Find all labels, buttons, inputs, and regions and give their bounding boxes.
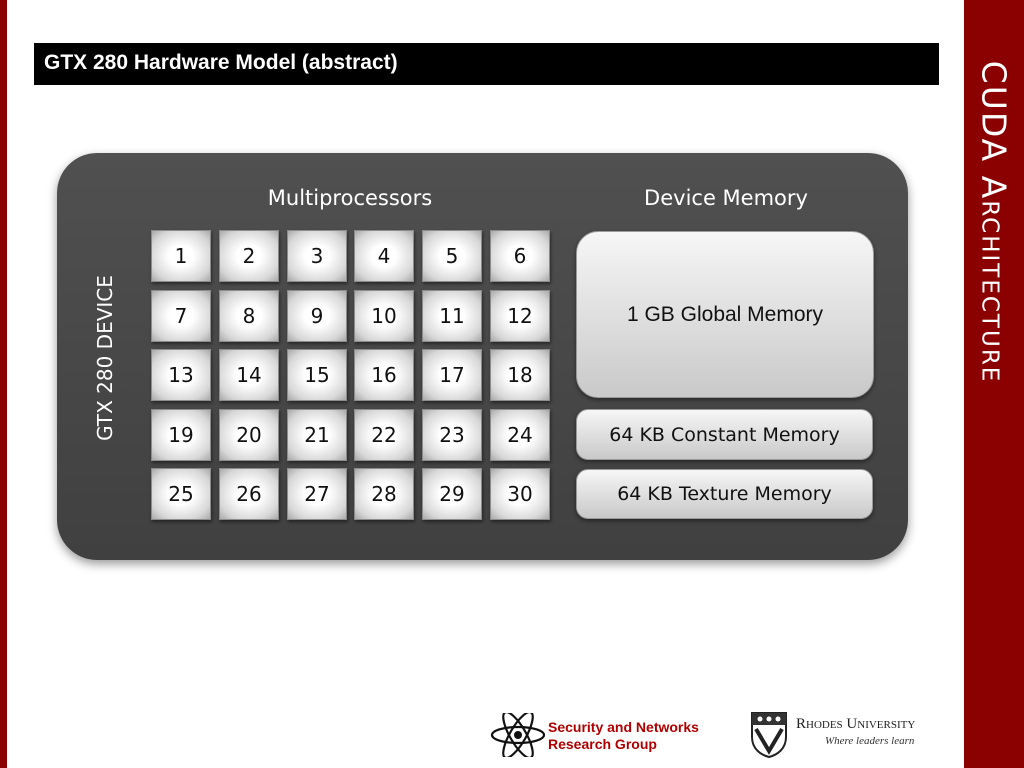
multiprocessor-cell: 27: [287, 468, 347, 520]
multiprocessor-cell: 10: [354, 290, 414, 342]
multiprocessor-cell: 1: [151, 230, 211, 282]
multiprocessor-cell: 19: [151, 409, 211, 461]
rhodes-tagline: Where leaders learn: [825, 735, 915, 747]
constant-memory-box: 64 KB Constant Memory: [576, 409, 873, 460]
snrg-line-2: Research Group: [548, 736, 657, 752]
global-memory-box: 1 GB Global Memory: [576, 231, 874, 398]
multiprocessor-cell: 30: [490, 468, 550, 520]
side-title-text: CUDA Architecture: [974, 60, 1014, 384]
multiprocessor-cell: 28: [354, 468, 414, 520]
multiprocessor-cell: 9: [287, 290, 347, 342]
multiprocessor-cell: 22: [354, 409, 414, 461]
multiprocessor-cell: 14: [219, 349, 279, 401]
multiprocessor-cell: 4: [354, 230, 414, 282]
side-title: CUDA Architecture: [964, 0, 1024, 768]
rhodes-crest-icon: [751, 712, 787, 759]
left-accent-bar: [0, 0, 7, 768]
multiprocessor-cell: 25: [151, 468, 211, 520]
device-label: GTX 280 DEVICE: [93, 275, 117, 441]
multiprocessor-cell: 16: [354, 349, 414, 401]
rhodes-university-name: Rhodes University: [796, 716, 916, 732]
multiprocessor-cell: 7: [151, 290, 211, 342]
multiprocessor-cell: 11: [422, 290, 482, 342]
multiprocessor-cell: 21: [287, 409, 347, 461]
multiprocessors-header: Multiprocessors: [267, 186, 433, 210]
right-accent-bar: [964, 0, 1024, 768]
snrg-atom-logo: [490, 713, 546, 757]
multiprocessor-cell: 18: [490, 349, 550, 401]
multiprocessor-cell: 3: [287, 230, 347, 282]
multiprocessor-cell: 20: [219, 409, 279, 461]
texture-memory-box: 64 KB Texture Memory: [576, 469, 873, 519]
multiprocessor-cell: 5: [422, 230, 482, 282]
multiprocessor-cell: 8: [219, 290, 279, 342]
multiprocessor-cell: 24: [490, 409, 550, 461]
multiprocessor-cell: 13: [151, 349, 211, 401]
snrg-line-1: Security and Networks: [548, 719, 699, 735]
multiprocessor-cell: 29: [422, 468, 482, 520]
title-bar: GTX 280 Hardware Model (abstract): [34, 43, 939, 85]
multiprocessor-cell: 12: [490, 290, 550, 342]
device-memory-header: Device Memory: [644, 186, 808, 210]
multiprocessor-cell: 17: [422, 349, 482, 401]
slide-title: GTX 280 Hardware Model (abstract): [44, 51, 398, 74]
multiprocessor-cell: 6: [490, 230, 550, 282]
multiprocessor-cell: 15: [287, 349, 347, 401]
multiprocessor-cell: 26: [219, 468, 279, 520]
snrg-name: Security and Networks Research Group: [548, 719, 699, 753]
multiprocessor-cell: 2: [219, 230, 279, 282]
multiprocessor-cell: 23: [422, 409, 482, 461]
